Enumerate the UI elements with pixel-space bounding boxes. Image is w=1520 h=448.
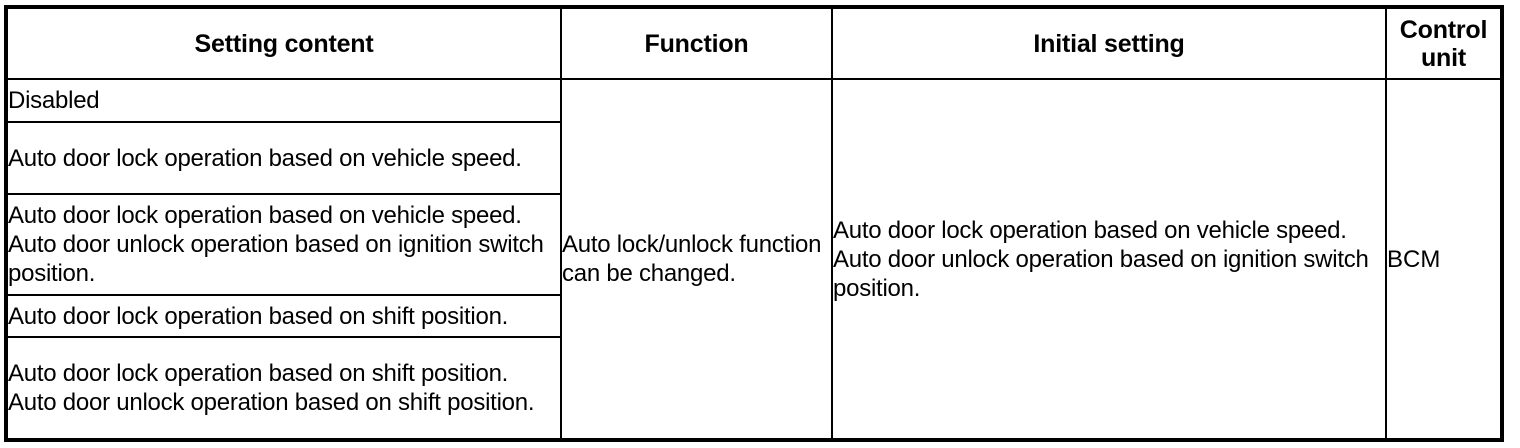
table-header: Setting content Function Initial setting…	[5, 6, 1503, 80]
column-header-setting-content: Setting content	[5, 6, 562, 80]
table-row: Auto door lock operation based on vehicl…	[5, 121, 1502, 195]
column-header-function: Function	[560, 6, 833, 80]
spec-table-container: Setting content Function Initial setting…	[4, 5, 1504, 442]
table-row: Auto door lock operation based on vehicl…	[5, 193, 1502, 296]
function-cell: Auto lock/unlock function can be changed…	[560, 78, 833, 441]
column-header-control-unit: Control unit	[1385, 6, 1503, 80]
column-header-setting-content-label: Setting content	[194, 29, 374, 58]
control-unit-cell: BCM	[1385, 78, 1503, 441]
table-body: Disabled Auto lock/unlock function can b…	[5, 78, 1503, 441]
setting-content-cell-4: Auto door lock operation based on shift …	[5, 336, 562, 441]
setting-content-cell-0: Disabled	[5, 78, 562, 123]
setting-content-cell-2: Auto door lock operation based on vehicl…	[5, 193, 562, 296]
initial-setting-cell: Auto door lock operation based on vehicl…	[831, 78, 1387, 441]
table-row: Auto door lock operation based on shift …	[5, 336, 1502, 441]
table-row: Auto door lock operation based on shift …	[5, 294, 1502, 338]
setting-content-cell-3: Auto door lock operation based on shift …	[5, 294, 562, 338]
setting-content-cell-1: Auto door lock operation based on vehicl…	[5, 121, 562, 195]
auto-lock-unlock-settings-table: Setting content Function Initial setting…	[4, 5, 1504, 442]
table-row: Disabled Auto lock/unlock function can b…	[5, 78, 1503, 441]
table-header-row: Setting content Function Initial setting…	[5, 6, 1503, 80]
column-header-initial-setting: Initial setting	[831, 6, 1387, 80]
column-header-initial-setting-label: Initial setting	[1033, 29, 1185, 58]
column-header-function-label: Function	[644, 29, 749, 58]
column-header-control-unit-label: Control unit	[1399, 15, 1488, 72]
